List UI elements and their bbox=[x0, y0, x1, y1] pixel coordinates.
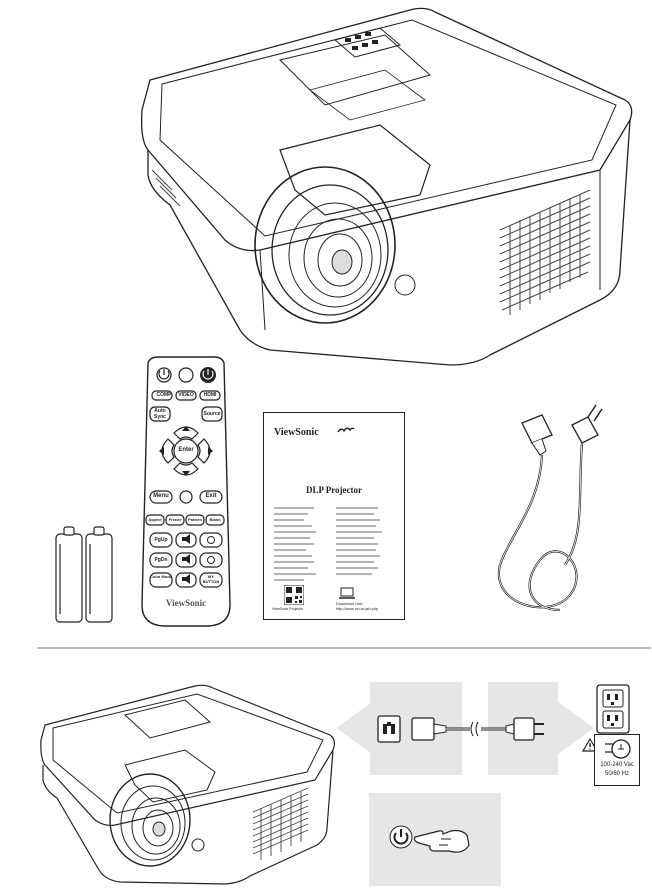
remote-aspect-label: Aspect bbox=[148, 517, 162, 522]
birds-logo-icon bbox=[337, 427, 355, 433]
remote-menu-label: Menu bbox=[153, 493, 169, 499]
power-spec-box: 100-240 Vac 50/60 Hz bbox=[594, 734, 640, 786]
power-spec-frequency: 50/60 Hz bbox=[604, 771, 629, 777]
power-icon bbox=[389, 825, 413, 849]
laptop-icon bbox=[339, 587, 355, 599]
remote-comp-label: COMP bbox=[156, 392, 172, 398]
qr-code-icon bbox=[284, 585, 304, 605]
power-socket-icon bbox=[596, 684, 630, 734]
connection-arrow-left bbox=[336, 702, 372, 754]
connection-arrow-right bbox=[558, 702, 594, 754]
guide-brand: ViewSonic bbox=[274, 427, 319, 438]
remote-source-label: Source bbox=[203, 411, 221, 417]
power-spec-voltage: 100-240 Vac bbox=[600, 762, 634, 768]
plug-icon bbox=[605, 739, 631, 759]
download-label: Download Link: bbox=[336, 601, 364, 606]
download-url: http://www.vs.us/qsh.php bbox=[336, 607, 378, 611]
remote-pattern-label: Pattern bbox=[188, 517, 202, 522]
remote-freeze-label: Freeze bbox=[168, 517, 182, 522]
remote-video-label: VIDEO bbox=[178, 392, 194, 398]
remote-pgup-label: PgUp bbox=[154, 537, 168, 543]
remote-my-button-label: MY BUTTON bbox=[202, 574, 220, 584]
power-cord-connection-diagram bbox=[377, 715, 544, 743]
section-divider bbox=[37, 647, 651, 649]
power-cord-illustration bbox=[497, 404, 603, 612]
guide-multilingual-text bbox=[274, 507, 382, 581]
remote-hdmi-label: HDMI bbox=[203, 392, 217, 398]
remote-color-mode-label: Color Mode bbox=[150, 574, 172, 579]
warning-icon bbox=[582, 738, 598, 752]
remote-exit-label: Exit bbox=[205, 493, 217, 499]
projector-illustration-top bbox=[140, 7, 633, 366]
remote-enter-label: Enter bbox=[178, 447, 194, 453]
qr-caption: ViewSonic Projector bbox=[272, 607, 304, 611]
remote-brand: ViewSonic bbox=[165, 598, 207, 608]
remote-pgdn-label: PgDn bbox=[154, 557, 168, 563]
remote-blank-label: Blank bbox=[209, 517, 221, 522]
power-press-illustration bbox=[389, 825, 470, 853]
projector-illustration-bottom bbox=[40, 684, 336, 885]
pointing-hand-icon bbox=[413, 829, 470, 853]
aaa-batteries bbox=[55, 526, 113, 623]
remote-control: COMP VIDEO HDMI Auto Sync Source Enter M… bbox=[138, 355, 234, 628]
guide-title: DLP Projector bbox=[305, 485, 363, 495]
quick-start-guide: ViewSonic DLP Projector ViewSonic Projec… bbox=[263, 412, 405, 620]
remote-auto-sync-label: Auto Sync bbox=[154, 408, 166, 420]
